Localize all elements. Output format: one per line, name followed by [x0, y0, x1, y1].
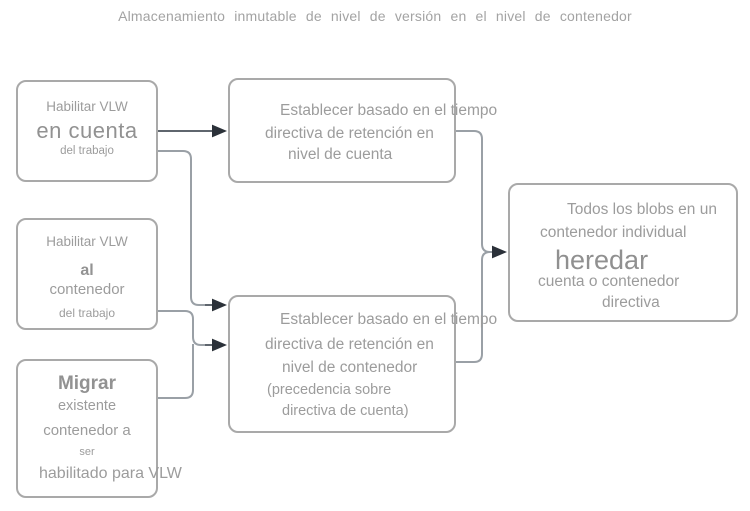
box-line: contenedor a [43, 422, 131, 439]
arrowhead-account-policy [212, 124, 227, 138]
box-line: Establecer basado en el tiempo [280, 311, 498, 328]
box-migrate-existing-container: Migrar existente contenedor a ser habili… [16, 359, 182, 498]
box-line: cuenta o contenedor [538, 273, 680, 290]
box-line: al [80, 262, 94, 279]
connector-migrate-to-container-policy [158, 344, 194, 399]
arrowhead-container-policy-2 [212, 338, 227, 352]
box-set-account-retention-policy: Establecer basado en el tiempo directiva… [228, 78, 497, 183]
box-line: nivel de cuenta [288, 146, 393, 163]
box-line: ser [79, 446, 95, 458]
box-set-container-retention-policy: Establecer basado en el tiempo directiva… [228, 295, 497, 433]
connector-container-enable-to-container-policy [158, 310, 206, 346]
box-blobs-inherit-policy: Todos los blobs en un contenedor individ… [508, 183, 738, 322]
box-line: del trabajo [58, 306, 116, 320]
connector-account-enable-to-container-policy [158, 150, 206, 306]
box-line: habilitado para VLW [39, 465, 182, 482]
box-line: nivel de contenedor [282, 359, 418, 376]
box-line: del trabajo [60, 145, 114, 157]
box-line: en cuenta [36, 118, 138, 143]
box-line: directiva de retención en [265, 336, 434, 353]
box-line: directiva [602, 294, 660, 311]
box-line: existente [57, 398, 117, 414]
box-line: Migrar [57, 373, 117, 394]
box-line: directiva de retención en [265, 125, 434, 142]
box-line: (precedencia sobre [267, 382, 392, 398]
box-line: heredar [555, 245, 649, 275]
box-line: contenedor individual [540, 224, 687, 241]
connector-account-policy-to-inherit [456, 130, 493, 253]
box-enable-vlw-on-account: Habilitar VLW en cuenta del trabajo [16, 80, 158, 182]
connector-container-policy-to-inherit [456, 251, 493, 363]
box-line: Habilitar VLW [46, 99, 128, 114]
box-enable-vlw-on-container: Habilitar VLW al contenedor del trabajo [16, 218, 158, 330]
box-line: Establecer basado en el tiempo [280, 102, 498, 119]
box-line: Todos los blobs en un [567, 201, 717, 218]
box-line: contenedor [49, 281, 125, 298]
box-line: directiva de cuenta) [282, 403, 409, 419]
arrowhead-inherit [492, 245, 507, 259]
arrowhead-container-policy-1 [212, 298, 227, 312]
box-line: Habilitar VLW [46, 234, 128, 249]
diagram-title: Almacenamiento inmutable de nivel de ver… [118, 8, 632, 24]
